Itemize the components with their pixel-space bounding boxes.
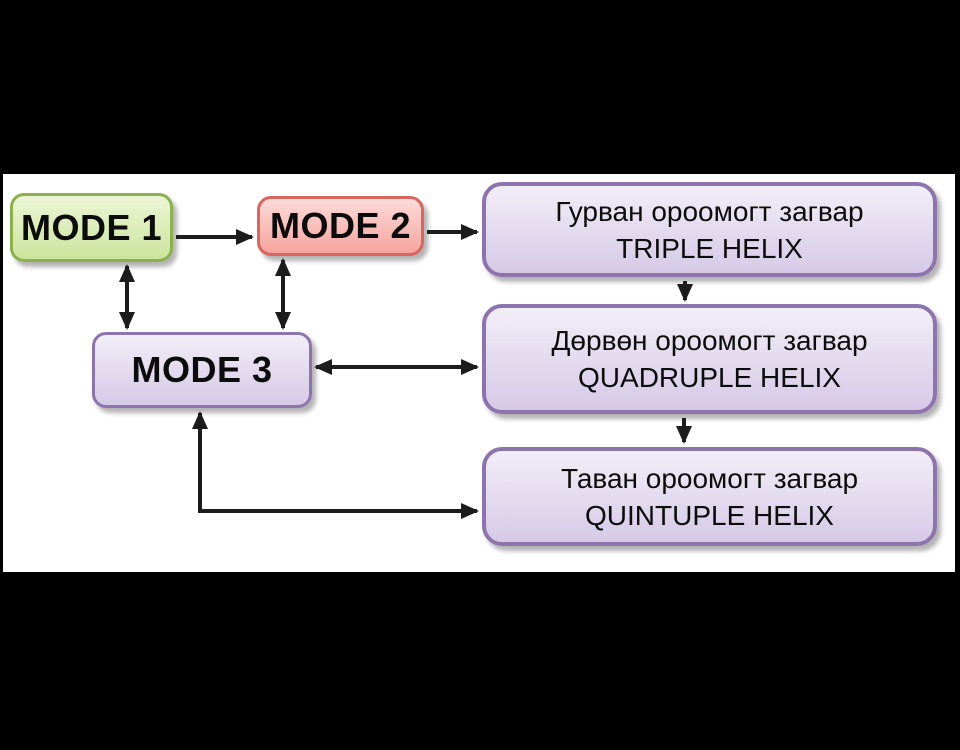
node-quintuple-helix-line2: QUINTUPLE HELIX [585, 499, 834, 531]
node-mode-1-label: MODE 1 [20, 206, 163, 248]
node-mode-3: MODE 3 [92, 332, 312, 408]
node-quadruple-helix-line1: Дөрвөн ороомогт загвар [551, 325, 868, 356]
node-mode-2-label: MODE 2 [269, 205, 412, 246]
node-mode-3-label: MODE 3 [131, 349, 273, 390]
node-quadruple-helix-line2: QUADRUPLE HELIX [578, 362, 841, 393]
node-quadruple-helix: Дөрвөн ороомогт загвар QUADRUPLE HELIX [482, 304, 937, 414]
node-triple-helix-line2: TRIPLE HELIX [616, 232, 803, 264]
node-mode-2: MODE 2 [257, 196, 424, 256]
node-triple-helix: Гурван ороомогт загвар TRIPLE HELIX [482, 182, 937, 277]
node-quintuple-helix-line1: Таван ороомогт загвар [560, 462, 859, 494]
node-quintuple-helix: Таван ороомогт загвар QUINTUPLE HELIX [482, 447, 937, 546]
node-mode-1: MODE 1 [10, 193, 173, 262]
node-triple-helix-line1: Гурван ороомогт загвар [555, 195, 864, 227]
